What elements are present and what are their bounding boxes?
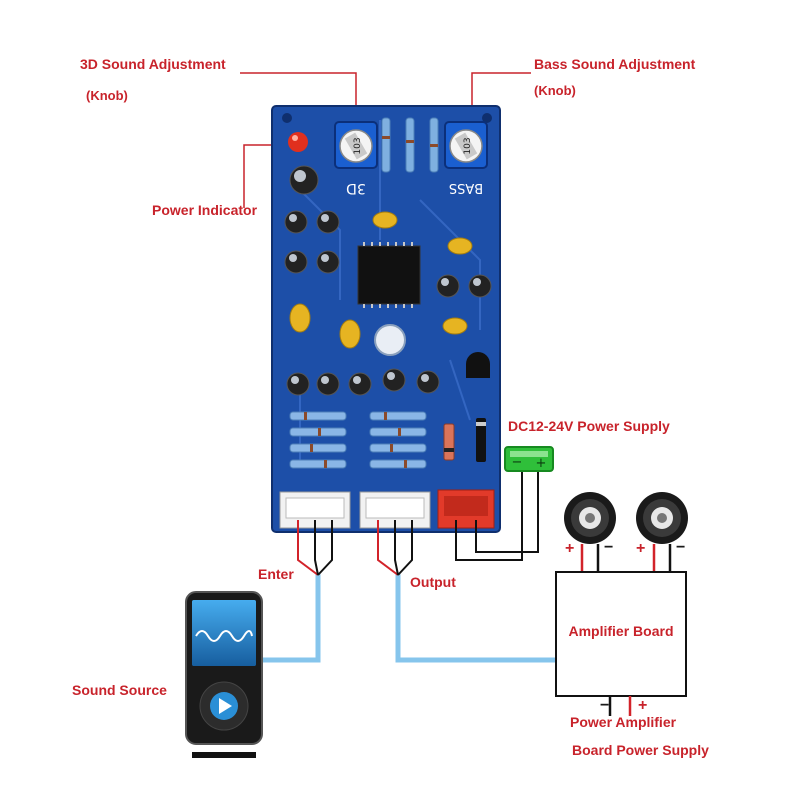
power-led xyxy=(288,132,308,152)
output-cable xyxy=(395,572,559,663)
label-output: Output xyxy=(410,574,456,590)
sign-right-plus: + xyxy=(636,540,646,557)
amplifier-board xyxy=(555,571,687,697)
knob-bass-code: 103 xyxy=(463,137,473,154)
sign-amp-plus: + xyxy=(638,697,648,714)
amp-supply-wires xyxy=(608,696,632,716)
label-pa-supply-2: Board Power Supply xyxy=(572,742,709,758)
terminal-plus: + xyxy=(536,456,547,471)
label-dc-supply: DC12-24V Power Supply xyxy=(508,418,670,434)
speaker-wires xyxy=(580,544,672,572)
sign-left-plus: + xyxy=(565,540,575,557)
sound-source-device xyxy=(185,591,263,758)
connector-wires xyxy=(297,470,539,576)
label-bass-knob: (Knob) xyxy=(534,83,576,98)
label-3d-adjustment: 3D Sound Adjustment xyxy=(80,56,226,72)
terminal-minus: − xyxy=(512,455,523,470)
knob-3d: 103 3D xyxy=(334,121,378,196)
label-power-indicator: Power Indicator xyxy=(152,202,258,218)
pcb-board: 103 3D 103 BASS xyxy=(271,105,501,543)
silk-power-pins: GND VCC xyxy=(445,533,487,543)
signal-cables xyxy=(259,572,559,663)
silk-bass: BASS xyxy=(449,180,483,195)
ceramic-caps xyxy=(289,211,473,349)
resistor-rows xyxy=(289,411,486,469)
dc-terminal: − + xyxy=(504,446,554,472)
connector-power xyxy=(437,489,495,529)
ic-chip xyxy=(357,242,421,308)
label-bass-adjustment: Bass Sound Adjustment xyxy=(534,56,696,72)
label-3d-knob: (Knob) xyxy=(86,88,128,103)
silk-3d: 3D xyxy=(346,180,366,196)
label-amplifier-board: Amplifier Board xyxy=(568,623,674,639)
input-cable xyxy=(259,572,321,663)
label-sound-source: Sound Source xyxy=(72,682,167,698)
sign-amp-minus: − xyxy=(600,697,610,714)
knob-3d-code: 103 xyxy=(353,137,363,154)
resistors-top xyxy=(381,117,439,173)
label-enter: Enter xyxy=(258,566,294,582)
sign-left-minus: − xyxy=(604,539,614,556)
speaker-right xyxy=(636,492,688,544)
knob-bass: 103 BASS xyxy=(444,121,488,195)
label-pa-supply-1: Power Amplifier xyxy=(570,714,677,730)
speaker-left xyxy=(564,492,616,544)
sign-right-minus: − xyxy=(676,539,686,556)
